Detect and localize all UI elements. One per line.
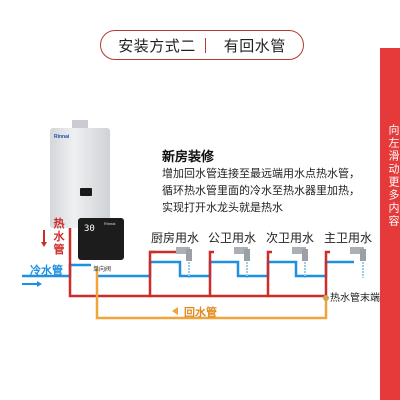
heater-brand-logo: Rinnai	[54, 134, 70, 140]
header-left-label: 安装方式二	[118, 37, 196, 55]
return-pipe-label: 回水管	[184, 307, 217, 319]
faucet-kitchen	[176, 247, 192, 278]
desc-line-1: 增加回水管连接至最远端用水点热水管，	[162, 168, 360, 180]
faucet-label-master-bath: 主卫用水	[324, 231, 373, 245]
hot-pipe-3	[210, 250, 272, 298]
header-divider	[205, 38, 206, 53]
faucet-public-bath	[234, 247, 250, 278]
faucet-label-second-bath: 次卫用水	[266, 231, 315, 245]
content-description: 增加回水管连接至最远端用水点热水管， 循环热水管里面的冷水至热水器里加热， 实现…	[162, 166, 360, 217]
return-pipe	[95, 268, 328, 320]
heater-display	[80, 188, 92, 196]
cold-arrow-head	[37, 281, 42, 287]
swipe-more-label: 向左滑动更多内容	[387, 124, 399, 228]
end-valve	[323, 295, 329, 301]
header-right-label: 有回水管	[223, 37, 286, 55]
cold-pipe-main	[98, 260, 354, 278]
cold-pipe-label: 冷水管	[30, 265, 63, 277]
hot-pipe-label: 热水管	[53, 218, 65, 256]
content-title: 新房装修	[162, 149, 215, 164]
pump-brand-logo: Rinnai	[104, 221, 116, 226]
desc-line-2: 循环热水管里面的冷水至热水器里加热，	[162, 185, 360, 197]
faucet-second-bath	[292, 247, 308, 278]
recirculation-pump: 30 Rinnai	[78, 218, 124, 260]
return-arrow-head	[172, 307, 178, 315]
check-valve-label: 单向阀	[93, 267, 112, 273]
header-pill: 安装方式二 有回水管	[100, 30, 304, 60]
hot-pipe-end-label: 热水管末端	[330, 293, 380, 304]
hot-arrow-head	[41, 242, 47, 247]
faucet-label-public-bath: 公卫用水	[208, 231, 257, 245]
faucet-label-kitchen: 厨房用水	[151, 231, 200, 245]
hot-pipe-2	[150, 250, 214, 298]
desc-line-3: 实现打开水龙头就是热水	[162, 202, 283, 214]
faucet-master-bath	[350, 247, 366, 278]
water-heater: Rinnai	[50, 128, 110, 228]
pump-display: 30	[84, 224, 95, 234]
swipe-more-panel[interactable]: 向左滑动更多内容	[380, 48, 400, 400]
heater-flue	[72, 120, 88, 129]
hot-pipe-4	[268, 250, 330, 298]
